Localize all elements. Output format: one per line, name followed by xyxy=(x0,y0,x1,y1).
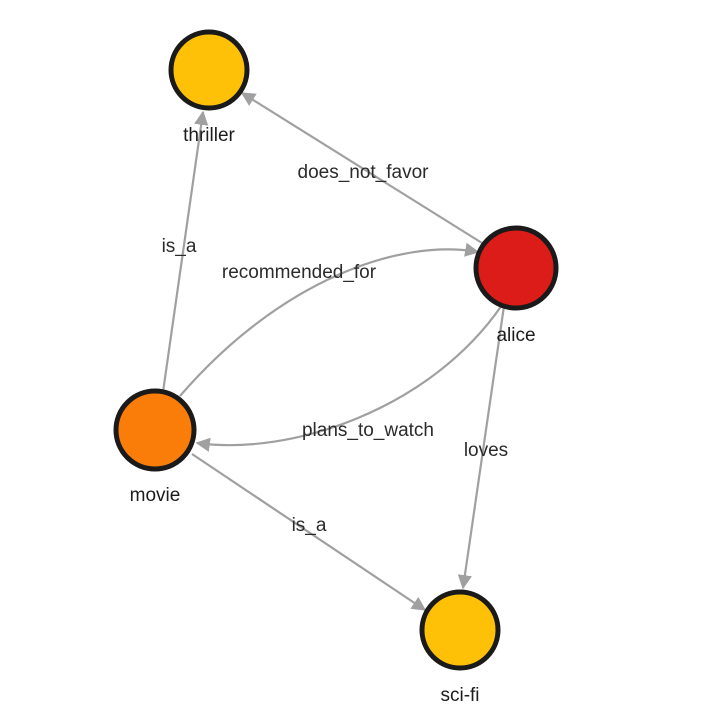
graph-node-sci-fi[interactable] xyxy=(419,589,501,671)
node-label-movie: movie xyxy=(130,485,181,506)
graph-node-thriller[interactable] xyxy=(168,29,250,111)
edge-label: does_not_favor xyxy=(298,162,430,183)
graph-edge xyxy=(240,92,483,244)
node-label-alice: alice xyxy=(496,325,535,346)
edge-label: is_a xyxy=(292,515,327,536)
edge-label-layer: does_not_favor is_a recommended_for plans_t… xyxy=(162,162,509,536)
graph-edge xyxy=(195,304,503,452)
node-label-sci-fi: sci-fi xyxy=(440,685,479,706)
graph-node-alice[interactable] xyxy=(473,225,559,311)
node-layer xyxy=(113,29,559,671)
graph-edge xyxy=(179,242,480,397)
edge-label: loves xyxy=(464,440,508,461)
graph-edge xyxy=(191,453,427,611)
edge-label: plans_to_watch xyxy=(302,420,434,441)
edge-layer xyxy=(161,92,506,611)
graph-node-movie[interactable] xyxy=(113,388,197,472)
edge-label: is_a xyxy=(162,236,197,257)
node-label-layer: thriller alice movie sci-fi xyxy=(130,125,536,706)
node-label-thriller: thriller xyxy=(183,125,235,146)
graph-edge xyxy=(161,110,209,393)
edge-label: recommended_for xyxy=(222,262,377,283)
graph-edge xyxy=(457,305,506,590)
